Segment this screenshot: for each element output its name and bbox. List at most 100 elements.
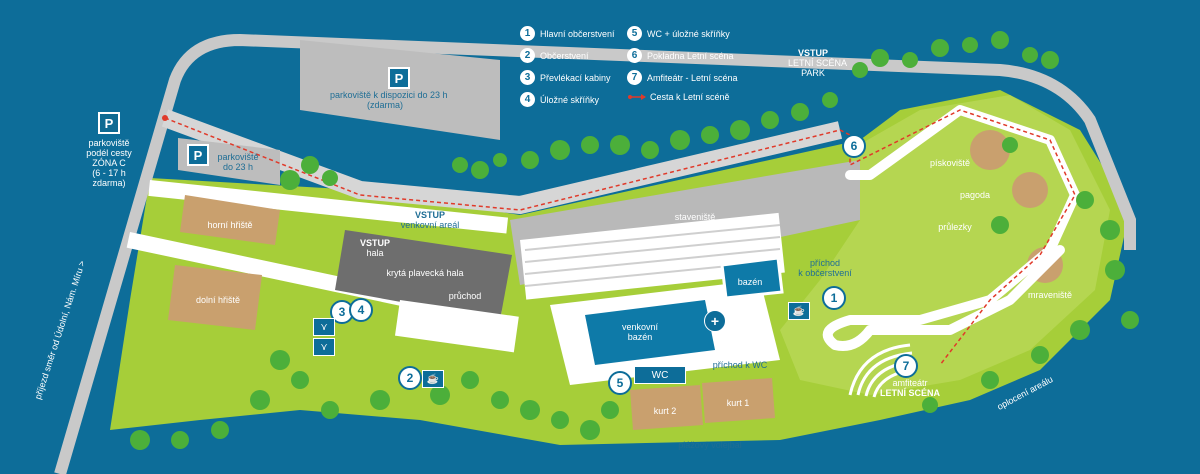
road-parking-line4: (6 - 17 h xyxy=(92,168,126,178)
to-snack-label: příchod k občerstvení xyxy=(790,258,860,278)
marker-1[interactable]: 1 xyxy=(822,286,846,310)
trees xyxy=(130,31,1139,450)
marker-6[interactable]: 6 xyxy=(842,134,866,158)
court1-label: kurt 1 xyxy=(726,398,750,408)
entry-park-label: VSTUP LETNÍ SCÉNA PARK xyxy=(788,48,848,78)
legend-item: 6 Pokladna Letní scéna xyxy=(627,48,734,63)
outdoor-pool xyxy=(585,300,715,365)
legend-number: 5 xyxy=(627,26,642,41)
to-snack-line2: k občerstvení xyxy=(798,268,852,278)
court-1 xyxy=(702,378,775,423)
indoor-hall xyxy=(335,230,512,320)
entry-hall-line2: hala xyxy=(366,248,384,258)
indoor-pool-label: krytá plavecká hala xyxy=(386,268,464,278)
legend-label: WC + úložné skříňky xyxy=(647,28,730,39)
legend-number: 7 xyxy=(627,70,642,85)
legend-label: Amfiteátr - Letní scéna xyxy=(647,72,738,83)
construction-label: staveniště wellness xyxy=(665,212,725,232)
upper-field xyxy=(180,195,280,245)
court2-label: kurt 2 xyxy=(653,406,677,416)
to-snack-line1: příchod xyxy=(809,258,841,268)
big-parking-label: parkoviště k dispozici do 23 h (zdarma) xyxy=(330,90,448,110)
steps xyxy=(519,212,785,300)
construction-line1: staveniště xyxy=(674,212,716,222)
road-parking-line5: zdarma) xyxy=(92,178,126,188)
road-parking-icon: P xyxy=(98,112,120,134)
anthill-label: mraveniště xyxy=(1027,290,1072,300)
entry-outdoor-line1: VSTUP xyxy=(414,210,445,220)
legend-item: 2 Občerstvení xyxy=(520,48,589,63)
sandpit xyxy=(970,130,1010,170)
marker-7[interactable]: 7 xyxy=(894,354,918,378)
road-parking-line3: ZÓNA C xyxy=(92,158,126,168)
hall-passage xyxy=(394,300,519,353)
entry-park-line1: VSTUP xyxy=(797,48,828,58)
legend-item: Cesta k Letní scéně xyxy=(627,92,730,102)
legend-number: 4 xyxy=(520,92,535,107)
marker-5[interactable]: 5 xyxy=(608,371,632,395)
kids-pool-label: bazén xyxy=(737,277,763,287)
legend-number: 3 xyxy=(520,70,535,85)
entry-outdoor-line2: venkovní areál xyxy=(400,220,460,230)
legend-item: 5 WC + úložné skříňky xyxy=(627,26,730,41)
entry-outdoor-label: VSTUP venkovní areál xyxy=(385,210,475,230)
hanger-icon: ⋎ xyxy=(313,338,335,356)
small-parking-line1: parkoviště xyxy=(217,152,259,162)
sandpit-label: pískoviště xyxy=(929,158,971,168)
amphi-line2: LETNÍ SCÉNA xyxy=(879,388,940,398)
upper-field-label: horní hřiště xyxy=(207,220,253,230)
cup-icon: ☕ xyxy=(788,302,810,320)
construction-line2: wellness xyxy=(677,222,713,232)
legend-label: Pokladna Letní scéna xyxy=(647,50,734,61)
legend-label: Občerstvení xyxy=(540,50,589,61)
legend-label: Hlavní občerstvení xyxy=(540,28,615,39)
entry-hall-label: VSTUP hala xyxy=(350,238,400,258)
outdoor-pool-line1: venkovní xyxy=(621,322,659,332)
legend-item: 1 Hlavní občerstvení xyxy=(520,26,615,41)
amphi-label: amfiteátr LETNÍ SCÉNA xyxy=(870,378,950,398)
road-parking-label: parkoviště podél cesty ZÓNA C (6 - 17 h … xyxy=(74,138,144,188)
legend-item: 7 Amfiteátr - Letní scéna xyxy=(627,70,738,85)
path-upper xyxy=(148,180,509,234)
route-to-stage xyxy=(164,109,1076,366)
marker-4[interactable]: 4 xyxy=(349,298,373,322)
small-parking-line2: do 23 h xyxy=(222,162,254,172)
entry-park-line2: LETNÍ SCÉNA xyxy=(788,58,848,68)
beach-volley-label: plážový volejbal xyxy=(678,440,742,450)
pagoda xyxy=(1012,172,1048,208)
legend-label: Převlékací kabiny xyxy=(540,72,611,83)
road-parking-line2: podél cesty xyxy=(86,148,132,158)
route-start-dot xyxy=(162,115,168,121)
big-parking-line1: parkoviště k dispozici do 23 h xyxy=(330,90,448,100)
big-parking-line2: (zdarma) xyxy=(366,100,403,110)
lower-field xyxy=(168,265,262,330)
big-parking-icon: P xyxy=(388,67,410,89)
legend-item: 3 Převlékací kabiny xyxy=(520,70,611,85)
outdoor-pool-label: venkovní bazén xyxy=(615,322,665,342)
lower-field-label: dolní hřiště xyxy=(195,295,241,305)
first-aid-icon: + xyxy=(704,310,726,332)
small-parking-icon: P xyxy=(187,144,209,166)
legend-item: 4 Úložné skříňky xyxy=(520,92,599,107)
legend-number: 1 xyxy=(520,26,535,41)
pagoda-label: pagoda xyxy=(959,190,991,200)
wc-icon: WC xyxy=(634,366,686,384)
amphi-line1: amfiteátr xyxy=(892,378,928,388)
lifeguard-label: plavčík xyxy=(716,328,748,338)
passage-label: průchod xyxy=(448,291,482,301)
small-parking-label: parkoviště do 23 h xyxy=(208,152,268,172)
wc-label: WC xyxy=(651,369,669,381)
cup-icon: ☕ xyxy=(422,370,444,388)
big-parking-area xyxy=(300,40,500,140)
legend: 1 Hlavní občerstvení 2 Občerstvení 3 Převlé… xyxy=(520,26,770,116)
legend-label: Úložné skříňky xyxy=(540,94,600,105)
road-parking-line1: parkoviště xyxy=(88,138,130,148)
legend-number: 2 xyxy=(520,48,535,63)
marker-2[interactable]: 2 xyxy=(398,366,422,390)
route-legend-icon xyxy=(628,94,646,100)
outer-road xyxy=(54,33,1136,474)
legend-number: 6 xyxy=(627,48,642,63)
entry-park-line3: PARK xyxy=(801,68,825,78)
kids-pool xyxy=(720,256,784,300)
legend-label: Cesta k Letní scéně xyxy=(650,92,730,102)
